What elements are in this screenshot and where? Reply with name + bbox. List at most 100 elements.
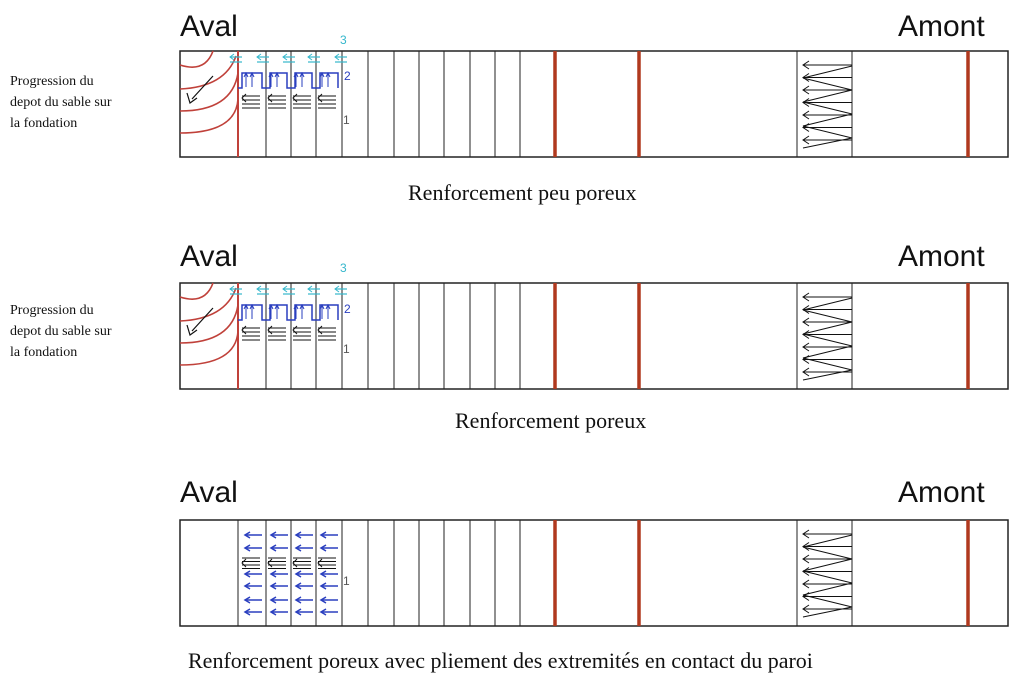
channel-frame (179, 50, 1009, 158)
arrow-head (319, 71, 325, 78)
sand-deposit-curve (179, 50, 214, 68)
arrow-head (294, 582, 302, 590)
side-note: Progression du depot du sable sur la fon… (10, 71, 180, 134)
arrow-head (802, 135, 810, 145)
arrow-head (294, 531, 302, 539)
arrow-head (319, 531, 327, 539)
arrow-head (325, 71, 331, 78)
arrow-head (241, 93, 247, 103)
arrow-head (282, 285, 288, 293)
arrow-head (293, 303, 299, 310)
arrow-head (269, 531, 277, 539)
arrow-head (334, 53, 340, 61)
arrow-head (319, 582, 327, 590)
side-note-line: depot du sable sur (10, 324, 112, 339)
sand-deposit-curve (179, 330, 239, 366)
side-note: Progression du depot du sable sur la fon… (10, 300, 180, 363)
marker-2: 2 (344, 69, 351, 83)
arrow-head (294, 608, 302, 616)
channel-frame (179, 519, 1009, 627)
sand-deposit-curve (179, 98, 239, 134)
arrow-head (243, 544, 251, 552)
arrow-head (229, 53, 235, 61)
arrow-head (274, 71, 280, 78)
zigzag-line (802, 65, 853, 149)
arrow-head (299, 71, 305, 78)
arrow-head (317, 325, 323, 335)
arrow-head (241, 558, 247, 568)
arrow-head (269, 570, 277, 578)
arrow-head (241, 325, 247, 335)
arrow-head (243, 608, 251, 616)
arrow-head (268, 71, 274, 78)
arrow-head (299, 303, 305, 310)
arrow-head (294, 544, 302, 552)
panel-caption: Renforcement poreux (455, 408, 647, 433)
aval-label: Aval (180, 476, 238, 509)
zigzag-line (802, 297, 853, 381)
side-note-line: depot du sable sur (10, 95, 112, 110)
channel-frame (179, 282, 1009, 390)
amont-label: Amont (898, 10, 985, 43)
arrow-head (802, 60, 810, 70)
sand-deposit-curve (179, 282, 214, 300)
arrow-head (319, 570, 327, 578)
blue-flow-path (238, 72, 339, 89)
arrow-head (269, 608, 277, 616)
marker-2: 2 (344, 302, 351, 316)
arrow-head (267, 93, 273, 103)
arrow-head (802, 85, 810, 95)
panel-caption: Renforcement poreux avec pliement des ex… (188, 648, 813, 673)
aval-label: Aval (180, 10, 238, 43)
arrow-head (802, 604, 810, 614)
arrow-head (319, 596, 327, 604)
arrow-head (802, 542, 810, 551)
aval-label: Aval (180, 240, 238, 273)
arrow-head (269, 544, 277, 552)
side-note-line: la fondation (10, 116, 78, 131)
arrow-head (317, 93, 323, 103)
arrow-head (229, 285, 235, 293)
zigzag-line (802, 534, 853, 618)
arrow-head (802, 330, 810, 339)
arrow-head (292, 325, 298, 335)
amont-label: Amont (898, 476, 985, 509)
arrow-head (243, 531, 251, 539)
arrow-head (267, 558, 273, 568)
arrow-head (267, 325, 273, 335)
arrow-head (243, 582, 251, 590)
arrow-head (802, 73, 810, 82)
arrow-head (802, 292, 810, 302)
arrow-head (282, 53, 288, 61)
arrow-head (802, 305, 810, 314)
marker-1: 1 (343, 342, 350, 356)
arrow-head (293, 71, 299, 78)
arrow-head (294, 570, 302, 578)
flow-arrow (186, 75, 214, 104)
arrow-head (294, 596, 302, 604)
arrow-head (325, 303, 331, 310)
arrow-head (307, 285, 313, 293)
arrow-head (317, 558, 323, 568)
arrow-head (802, 317, 810, 327)
arrow-head (802, 592, 810, 601)
arrow-head (243, 596, 251, 604)
arrow-head (802, 355, 810, 364)
arrow-head (243, 570, 251, 578)
sand-deposit-curve (179, 304, 239, 344)
arrow-head (802, 567, 810, 576)
panel-caption: Renforcement peu poreux (408, 180, 637, 205)
flow-arrow (186, 307, 214, 336)
sand-deposit-curve (179, 72, 239, 112)
arrow-head (268, 303, 274, 310)
arrow-head (274, 303, 280, 310)
arrow-head (243, 303, 249, 310)
marker-1: 1 (343, 113, 350, 127)
arrow-head (802, 529, 810, 539)
side-note-line: Progression du (10, 74, 94, 89)
arrow-head (249, 71, 255, 78)
arrow-head (802, 579, 810, 589)
marker-3: 3 (340, 261, 347, 275)
arrow-head (292, 558, 298, 568)
